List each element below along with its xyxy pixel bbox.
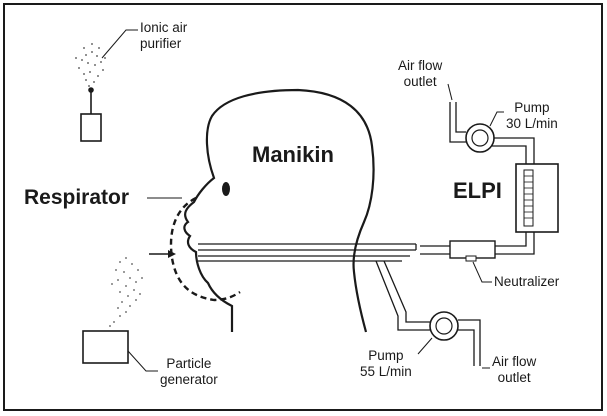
tube-elpi-to-pump-top [492, 137, 535, 164]
tube-to-pump-bottom [375, 260, 430, 331]
ionic-air-purifier-label: Ionic air purifier [140, 20, 188, 51]
neutralizer-label: Neutralizer [494, 274, 560, 289]
elpi-label: ELPI [453, 178, 502, 203]
pump-bottom-label: Pump 55 L/min [360, 348, 412, 379]
ionic-spray-icon [75, 43, 106, 87]
elpi-column [523, 169, 534, 227]
sampling-tubes [198, 243, 417, 262]
manikin-eye [222, 182, 230, 196]
elpi-stages [524, 175, 533, 219]
particle-generator-label: Particle generator [160, 356, 218, 387]
manikin-head-outline [183, 88, 375, 333]
particle-generator-leader [127, 350, 158, 372]
tube-to-elpi [495, 232, 535, 255]
particle-spray-icon [109, 257, 143, 327]
tube-pump-top-outlet [449, 102, 467, 143]
neutralizer-device [449, 240, 496, 259]
pump-top-leader [489, 111, 504, 127]
particle-generator-device [82, 330, 129, 364]
diagram-frame [3, 3, 603, 411]
ionic-air-purifier-device [80, 87, 102, 142]
air-flow-outlet-top-label: Air flow outlet [398, 58, 443, 89]
neutralizer-window [465, 255, 477, 262]
tube-to-neutralizer [420, 245, 450, 255]
pump-bottom-leader [417, 337, 433, 355]
pump-top-label: Pump 30 L/min [506, 100, 558, 131]
ionic-leader-line [101, 29, 138, 59]
respirator-mask [169, 196, 241, 302]
neutralizer-leader-line [472, 261, 492, 283]
respirator-label: Respirator [24, 186, 130, 209]
elpi-device [515, 163, 559, 233]
air-flow-outlet-bottom-label: Air flow outlet [492, 354, 537, 385]
inflow-arrowhead [168, 250, 176, 258]
manikin-label: Manikin [252, 142, 334, 167]
tube-pump-bottom-outlet [458, 319, 481, 366]
pump-bottom-rotor [435, 317, 453, 335]
pump-top-rotor [471, 129, 489, 147]
air-flow-outlet-top-leader [447, 83, 453, 101]
